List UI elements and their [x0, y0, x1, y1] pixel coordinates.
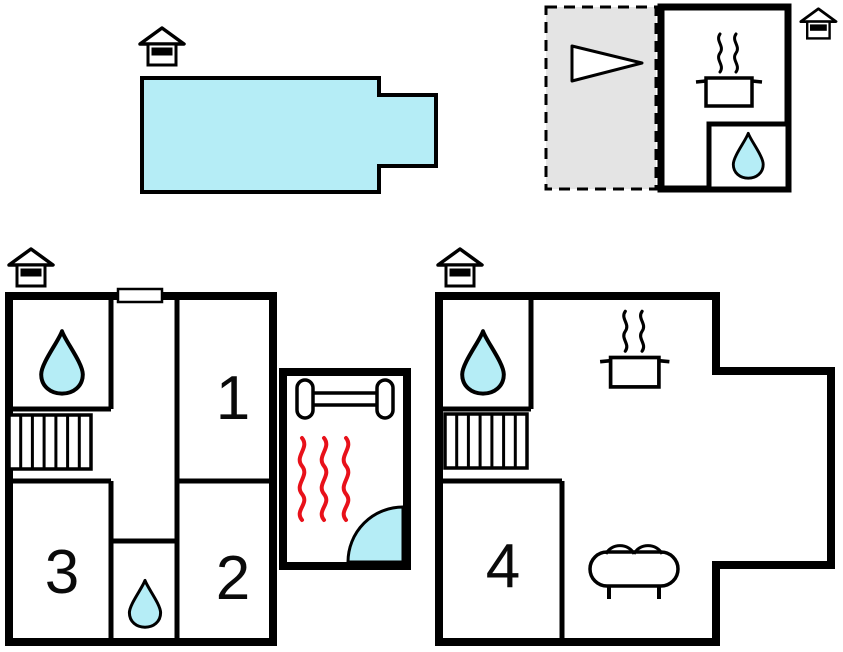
door-opening — [116, 287, 164, 304]
second-house-outline — [435, 292, 835, 646]
wind-vane-triangle-icon — [570, 44, 644, 83]
annex — [544, 3, 838, 193]
stairs-icon — [7, 413, 93, 471]
stairs-icon — [443, 412, 529, 470]
chimney-icon — [436, 247, 484, 288]
corner-shower-icon — [346, 505, 405, 564]
second-house: 4 — [435, 247, 835, 646]
room-4-label: 4 — [486, 532, 520, 601]
interior-walls — [9, 296, 271, 642]
chimney-icon — [7, 247, 55, 288]
covered-porch — [544, 5, 658, 191]
interior-walls — [439, 296, 565, 642]
chimney-icon — [138, 26, 186, 67]
chimney-icon — [799, 7, 838, 40]
pool-terrace — [138, 26, 438, 194]
main-house: 1 2 3 — [5, 247, 411, 646]
room-3-label: 3 — [45, 538, 79, 607]
room-2-label: 2 — [216, 544, 250, 613]
room-1-label: 1 — [216, 364, 250, 433]
pool-shape — [140, 76, 438, 194]
